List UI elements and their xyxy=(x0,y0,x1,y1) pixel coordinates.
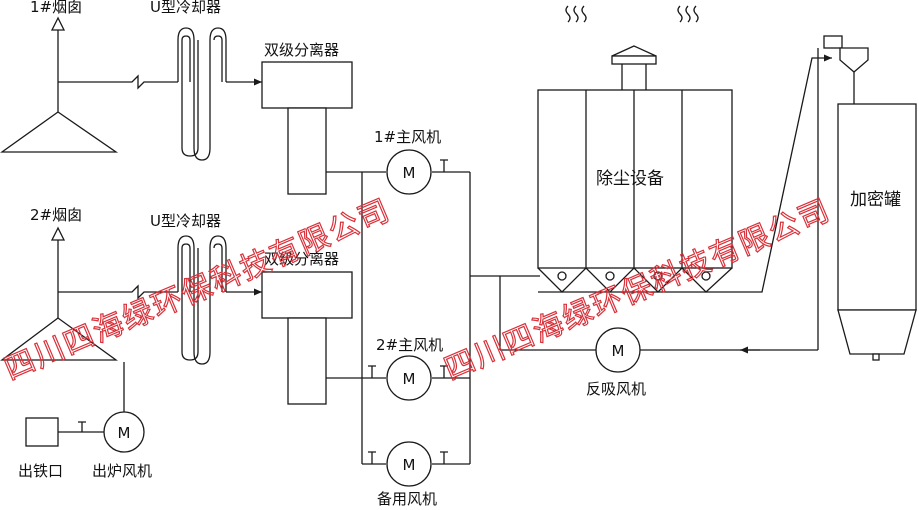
motor-symbol: M xyxy=(403,370,416,388)
reverse-fan-label: 反吸风机 xyxy=(586,380,646,398)
separator-1 xyxy=(261,61,386,195)
main-fan-1-label: 1#主风机 xyxy=(374,128,441,146)
u-cooler-2 xyxy=(177,235,262,365)
u-cooler-2-label: U型冷却器 xyxy=(150,212,221,230)
standby-fan-label: 备用风机 xyxy=(377,490,437,508)
dust-collector-label: 除尘设备 xyxy=(596,169,664,189)
heat-wave-icon xyxy=(677,5,699,23)
reverse-suction-fan: M xyxy=(595,327,818,373)
fan-manifold xyxy=(361,171,598,465)
motor-symbol: M xyxy=(403,164,416,182)
motor-symbol: M xyxy=(612,342,625,360)
standby-fan: M xyxy=(368,441,448,487)
chimney-2-label: 2#烟囱 xyxy=(30,206,82,224)
separator-2 xyxy=(261,271,386,405)
chimney-2-cap-icon xyxy=(50,226,66,241)
separator-2-label: 双级分离器 xyxy=(264,250,339,268)
chimney-2 xyxy=(0,226,178,361)
separator-1-label: 双级分离器 xyxy=(264,41,339,59)
main-fan-2-label: 2#主风机 xyxy=(376,336,443,354)
chimney-1-hood xyxy=(0,111,119,153)
motor-symbol: M xyxy=(403,456,416,474)
main-fan-1: M xyxy=(386,149,448,195)
densifying-tank xyxy=(817,35,917,361)
chimney-2-hood xyxy=(0,317,119,361)
main-fan-2: M xyxy=(368,355,448,401)
u-cooler-1-label: U型冷却器 xyxy=(150,0,221,16)
motor-symbol: M xyxy=(118,424,131,442)
tank-label: 加密罐 xyxy=(850,190,901,210)
chimney-1 xyxy=(0,16,178,153)
u-cooler-1 xyxy=(177,27,262,161)
furnace-fan-label: 出炉风机 xyxy=(92,462,152,480)
tap-hole-assembly: M xyxy=(25,362,145,453)
dust-collector xyxy=(537,5,832,293)
chimney-1-label: 1#烟囱 xyxy=(30,0,82,16)
heat-wave-icon xyxy=(565,5,587,23)
chimney-1-cap-icon xyxy=(50,16,66,31)
tap-hole-label: 出铁口 xyxy=(18,462,63,480)
